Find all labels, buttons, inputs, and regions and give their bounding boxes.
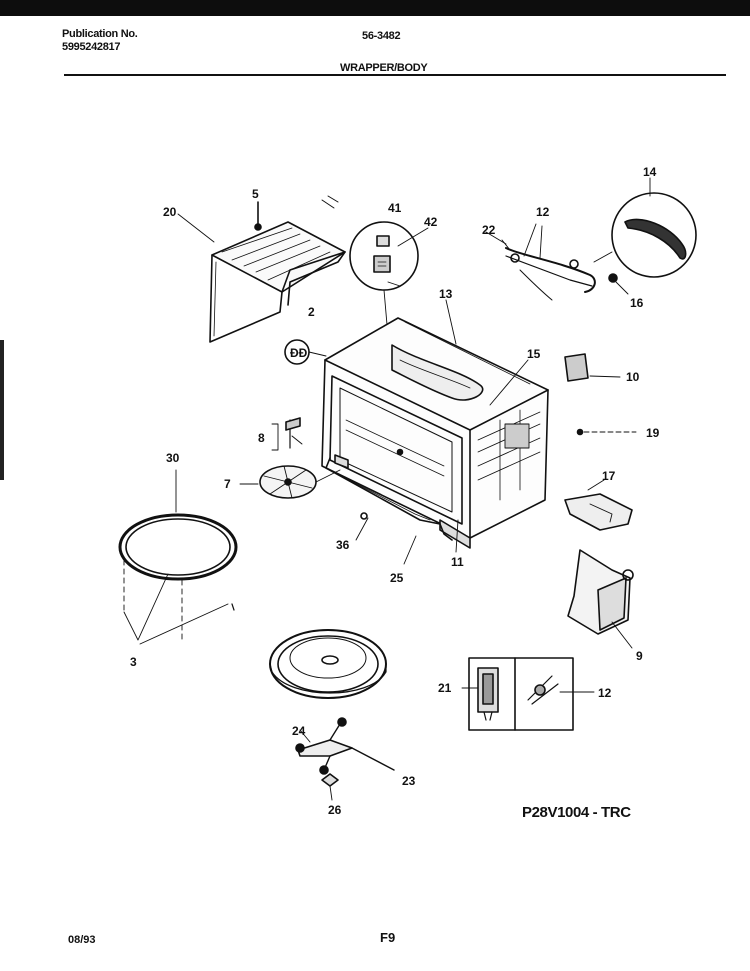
callout-8: 8 [258,431,265,445]
part-bracket-9 [567,549,634,649]
callout-12-detail: 12 [598,686,612,700]
callout-42: 42 [424,215,438,229]
detail-circle-41-42 [349,221,419,453]
callout-15: 15 [527,347,541,361]
part-base-rail [325,457,453,541]
callout-36: 36 [336,538,350,552]
part-coupler-26 [321,773,339,801]
model-number: 56-3482 [362,30,401,42]
part-wrapper-panel [209,221,346,343]
part-duct-17 [564,479,633,531]
callout-30: 30 [166,451,180,465]
svg-text:ÐÐ: ÐÐ [290,346,308,360]
callout-41: 41 [388,201,402,215]
part-wire-harness [501,223,629,301]
callout-5: 5 [252,187,259,201]
boxed-detail-21-12 [461,657,595,731]
loose-clip-marks [321,195,339,209]
callout-17: 17 [602,469,616,483]
part-2-detail: ÐÐ [284,339,327,365]
callout-26: 26 [328,803,342,817]
callout-11: 11 [451,555,464,569]
callout-19: 19 [646,426,660,440]
callout-22: 22 [482,223,496,237]
top-dark-band [0,0,750,16]
callout-14: 14 [643,165,657,179]
header-rule [64,74,726,76]
callout-9: 9 [636,649,643,663]
section-title: WRAPPER/BODY [340,62,428,74]
publication-number: 5995242817 [62,41,121,53]
callout-2: 2 [308,305,315,319]
page-number: F9 [380,930,396,945]
scan-edge-mark [0,340,4,480]
part-fan-7 [239,465,341,499]
callout-7: 7 [224,477,231,491]
detail-circle-14 [593,177,697,278]
diagram-reference-code: P28V1004 - TRC [522,804,631,821]
callout-10: 10 [626,370,640,384]
part-roller-ring-30 [118,469,238,645]
part-plate-10 [564,353,621,382]
publication-label: Publication No. [62,28,138,40]
callout-23: 23 [402,774,416,788]
callout-3: 3 [130,655,137,669]
callout-13: 13 [439,287,453,301]
callout-21: 21 [438,681,452,695]
date-code: 08/93 [68,934,96,946]
part-turntable-tray-24 [269,629,387,699]
callout-25: 25 [390,571,404,585]
part-screw-5 [254,201,262,231]
callout-20: 20 [163,205,177,219]
part-bracket-8 [271,417,303,451]
part-cabinet-body [321,317,549,549]
callout-16: 16 [630,296,644,310]
callout-24: 24 [292,724,306,738]
callout-12: 12 [536,205,550,219]
part-roller-support-23 [295,717,395,775]
part-screw-19 [576,428,637,436]
